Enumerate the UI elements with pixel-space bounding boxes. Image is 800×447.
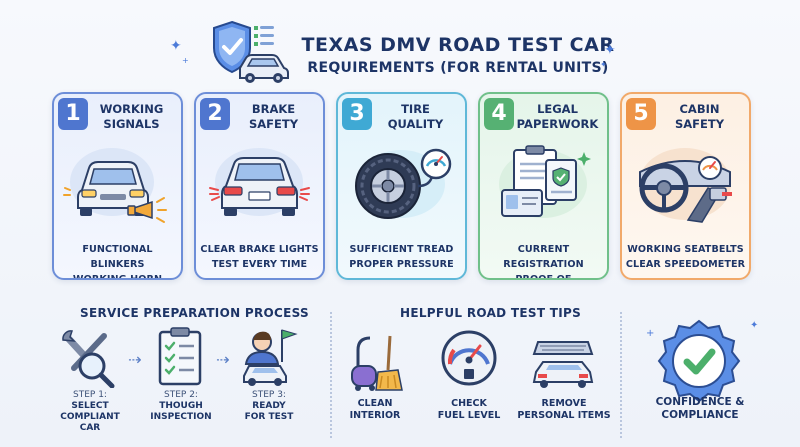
- card-title: WORKING SIGNALS: [99, 102, 164, 131]
- card-description: FUNCTIONAL BLINKERS WORKING HORN: [56, 242, 179, 280]
- card-line1: CURRENT REGISTRATION: [503, 244, 584, 270]
- car-trunk-icon: [532, 341, 594, 388]
- step-line2: COMPLIANT CAR: [60, 412, 120, 433]
- sparkle-icon: +: [646, 328, 655, 339]
- final-line2: COMPLIANCE: [661, 409, 739, 421]
- tip-line2: INTERIOR: [349, 410, 401, 421]
- documents-icon: [499, 145, 591, 218]
- card-number: 4: [484, 98, 514, 130]
- card-line2: WORKING HORN: [72, 274, 163, 280]
- card-number: 3: [342, 98, 372, 130]
- card-line1: SUFFICIENT TREAD: [349, 244, 454, 255]
- fuel-gauge-icon: [441, 330, 497, 386]
- card-description: CLEAR BRAKE LIGHTS TEST EVERY TIME: [198, 242, 321, 272]
- step-3-label: STEP 3: READY FOR TEST: [234, 390, 304, 423]
- step-line1: THOUGH: [159, 401, 203, 411]
- sparkle-icon: ✦: [750, 320, 759, 331]
- card-description: SUFFICIENT TREAD PROPER PRESSURE: [340, 242, 463, 272]
- page-title-line2: REQUIREMENTS (FOR RENTAL UNITS): [307, 60, 609, 76]
- tip-1-label: CLEAN INTERIOR: [340, 398, 410, 422]
- sparkle-icon: ✦: [170, 38, 182, 54]
- final-label: CONFIDENCE & COMPLIANCE: [640, 396, 760, 422]
- tip-line1: CHECK: [451, 398, 487, 409]
- tire-gauge-icon: [355, 148, 452, 219]
- sparkle-icon: +: [182, 56, 189, 65]
- header: TEXAS DMV ROAD TEST CAR REQUIREMENTS (FO…: [0, 8, 800, 86]
- card-number: 2: [200, 98, 230, 130]
- wrench-search-icon: [62, 330, 115, 388]
- process-title: SERVICE PREPARATION PROCESS: [80, 306, 309, 320]
- card-title: BRAKE SAFETY: [248, 102, 299, 131]
- tip-2-label: CHECK FUEL LEVEL: [432, 398, 506, 422]
- arrow-right-icon: ⇢: [128, 350, 142, 369]
- card-cabin-safety: 5 CABIN SAFETY WORKING SEATBELTS CLEAR S…: [620, 92, 751, 280]
- card-title: LEGAL PAPERWORK: [516, 102, 599, 131]
- tip-3-label: REMOVE PERSONAL ITEMS: [516, 398, 612, 422]
- card-line2: PROOF OF INSURANCE: [515, 274, 572, 280]
- step-line1: READY: [252, 401, 286, 411]
- card-line2: TEST EVERY TIME: [211, 259, 308, 270]
- car-rear-brake-lights-icon: [209, 148, 310, 216]
- card-number: 5: [626, 98, 656, 130]
- card-description: CURRENT REGISTRATION PROOF OF INSURANCE: [482, 242, 605, 280]
- bottom-section: SERVICE PREPARATION PROCESS ⇢ ⇢ STEP 1: …: [0, 298, 800, 447]
- card-legal-paperwork: 4 LEGAL PAPERWORK CURRENT REGISTRATION P…: [478, 92, 609, 280]
- tip-line2: FUEL LEVEL: [437, 410, 501, 421]
- requirement-cards: 1 WORKING SIGNALS FUNCTIONAL BLINKERS WO…: [52, 92, 752, 282]
- sparkle-icon: ✦: [604, 42, 616, 58]
- clipboard-checklist-icon: [158, 327, 202, 386]
- final-line1: CONFIDENCE &: [655, 396, 745, 408]
- step-prefix: STEP 3:: [252, 390, 286, 400]
- dashboard-seatbelt-icon: [639, 148, 732, 223]
- card-working-signals: 1 WORKING SIGNALS FUNCTIONAL BLINKERS WO…: [52, 92, 183, 280]
- page-title-line1: TEXAS DMV ROAD TEST CAR: [301, 34, 615, 56]
- page-title: TEXAS DMV ROAD TEST CAR REQUIREMENTS (FO…: [298, 34, 618, 76]
- card-tire-quality: 3 TIRE QUALITY SUFFICIENT TREAD PROPER P…: [336, 92, 467, 280]
- sparkle-icon: ✦: [600, 60, 607, 69]
- card-line2: CLEAR SPEEDOMETER: [625, 259, 746, 270]
- card-description: WORKING SEATBELTS CLEAR SPEEDOMETER: [624, 242, 747, 272]
- card-line2: PROPER PRESSURE: [349, 259, 454, 270]
- tips-title: HELPFUL ROAD TEST TIPS: [400, 306, 582, 320]
- step-line2: FOR TEST: [244, 412, 294, 422]
- card-line1: WORKING SEATBELTS: [627, 244, 744, 255]
- step-line1: SELECT: [71, 401, 109, 411]
- card-title: CABIN SAFETY: [674, 102, 725, 131]
- tip-line1: CLEAN: [357, 398, 393, 409]
- card-line1: FUNCTIONAL BLINKERS: [82, 244, 153, 270]
- car-front-horn-icon: [63, 148, 167, 223]
- section-divider: [620, 312, 622, 438]
- section-divider: [330, 312, 332, 438]
- tip-line2: PERSONAL ITEMS: [517, 410, 611, 421]
- shield-check-car-icon: [213, 20, 289, 83]
- check-badge-icon: [657, 319, 741, 403]
- step-prefix: STEP 1:: [73, 390, 107, 400]
- card-title: TIRE QUALITY: [387, 102, 444, 131]
- card-number: 1: [58, 98, 88, 130]
- vacuum-broom-icon: [351, 335, 403, 391]
- step-2-label: STEP 2: THOUGH INSPECTION: [145, 390, 217, 423]
- driver-flag-icon: [243, 329, 298, 386]
- card-line1: CLEAR BRAKE LIGHTS: [200, 244, 319, 255]
- step-1-label: STEP 1: SELECT COMPLIANT CAR: [50, 390, 130, 434]
- card-brake-safety: 2 BRAKE SAFETY CLEAR BRAKE LIGHTS TEST E…: [194, 92, 325, 280]
- tip-line1: REMOVE: [541, 398, 587, 409]
- step-line2: INSPECTION: [150, 412, 212, 422]
- step-prefix: STEP 2:: [164, 390, 198, 400]
- arrow-right-icon: ⇢: [216, 350, 230, 369]
